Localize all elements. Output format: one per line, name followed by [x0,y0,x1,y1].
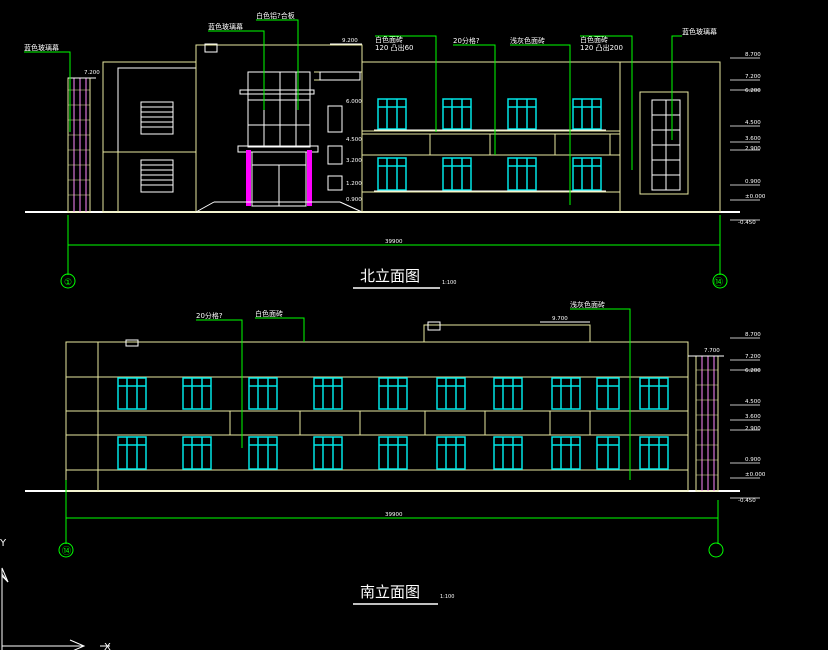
south-elev-7: ±0.000 [745,472,766,478]
north-title: 北立面图 [360,267,420,285]
north-right-tall-window [639,91,689,195]
north-label-glass-left: 蓝色玻璃幕 [24,43,59,52]
north-label-tile-spec-2: 120 凸出200 [580,43,623,52]
south-elev-5: 2.900 [745,426,761,432]
north-top-elev: 9.200 [342,38,358,44]
south-windows [117,377,669,470]
north-axis-right: ⑭ [714,277,723,288]
north-louver-lower [140,159,174,193]
north-elev-4: 3.600 [745,136,761,142]
north-elev-0: 8.700 [745,52,761,58]
south-dimension-text: 39900 [385,512,403,518]
north-entry-column-left [246,150,251,206]
north-label-fenge: 20分格? [453,36,480,45]
south-elev-6: 0.900 [745,457,761,463]
south-title: 南立面图 [360,583,420,601]
south-dimension [58,480,724,558]
north-elev-6: 0.900 [745,179,761,185]
ucs-y-label: Y [0,538,7,549]
south-axis-left: ⑭ [62,546,71,557]
south-elev-0: 8.700 [745,332,761,338]
north-elev-markers [730,57,760,221]
south-main-block [65,341,689,492]
north-elev-2: 6.200 [745,88,761,94]
south-label-white-tile: 白色面砖 [255,309,283,318]
north-entry-elev-1: 4.500 [346,137,362,143]
ucs-icon [1,567,110,650]
north-label-tile-spec-1: 120 凸出60 [375,43,414,52]
north-leaders [24,19,682,205]
north-elevation [24,19,760,289]
north-label-glass-entry: 蓝色玻璃幕 [208,22,243,31]
north-label-glass-right: 蓝色玻璃幕 [682,27,717,36]
south-elev-4: 3.600 [745,414,761,420]
south-elev-1: 7.200 [745,354,761,360]
south-scale: 1:100 [440,594,454,600]
north-label-white-tile-2: 白色面砖 [580,35,608,44]
north-entry-elev-0: 6.000 [346,99,362,105]
north-entry-column-right [307,150,312,206]
south-stair-elev: 7.700 [704,348,720,354]
north-entry-elev-4: 0.900 [346,197,362,203]
south-label-fenge: 20分格? [196,311,223,320]
north-label-aluminum: 白色铝?合板 [256,11,295,20]
north-dimension [60,215,728,289]
north-label-white-tile-1: 白色面砖 [375,35,403,44]
north-windows [377,98,602,191]
north-entry-elev-3: 1.200 [346,181,362,187]
north-elev-3: 4.500 [745,120,761,126]
south-elev-markers [730,337,760,499]
south-leaders [196,308,631,480]
north-dimension-text: 39900 [385,239,403,245]
north-axis-left: ① [64,278,72,288]
north-entry-elev-2: 3.200 [346,158,362,164]
south-elev-3: 4.500 [745,399,761,405]
south-glass-tower [695,355,719,492]
north-louver-upper [140,101,174,135]
north-scale: 1:100 [442,280,456,286]
ucs-x-label: X [104,642,111,650]
north-elev-7: ±0.000 [745,194,766,200]
north-label-gray-tile: 浅灰色面砖 [510,36,545,45]
south-top-elev: 9.700 [552,316,568,322]
south-label-gray-tile: 浅灰色面砖 [570,300,605,309]
north-main-block [361,61,721,213]
south-elev-2: 6.200 [745,368,761,374]
south-elevation [25,308,760,558]
north-elev-5: 2.900 [745,146,761,152]
north-elev-8: -0.450 [738,220,756,226]
south-elev-8: -0.450 [738,498,756,504]
north-elev-1: 7.200 [745,74,761,80]
north-stair-elev: 7.200 [84,70,100,76]
